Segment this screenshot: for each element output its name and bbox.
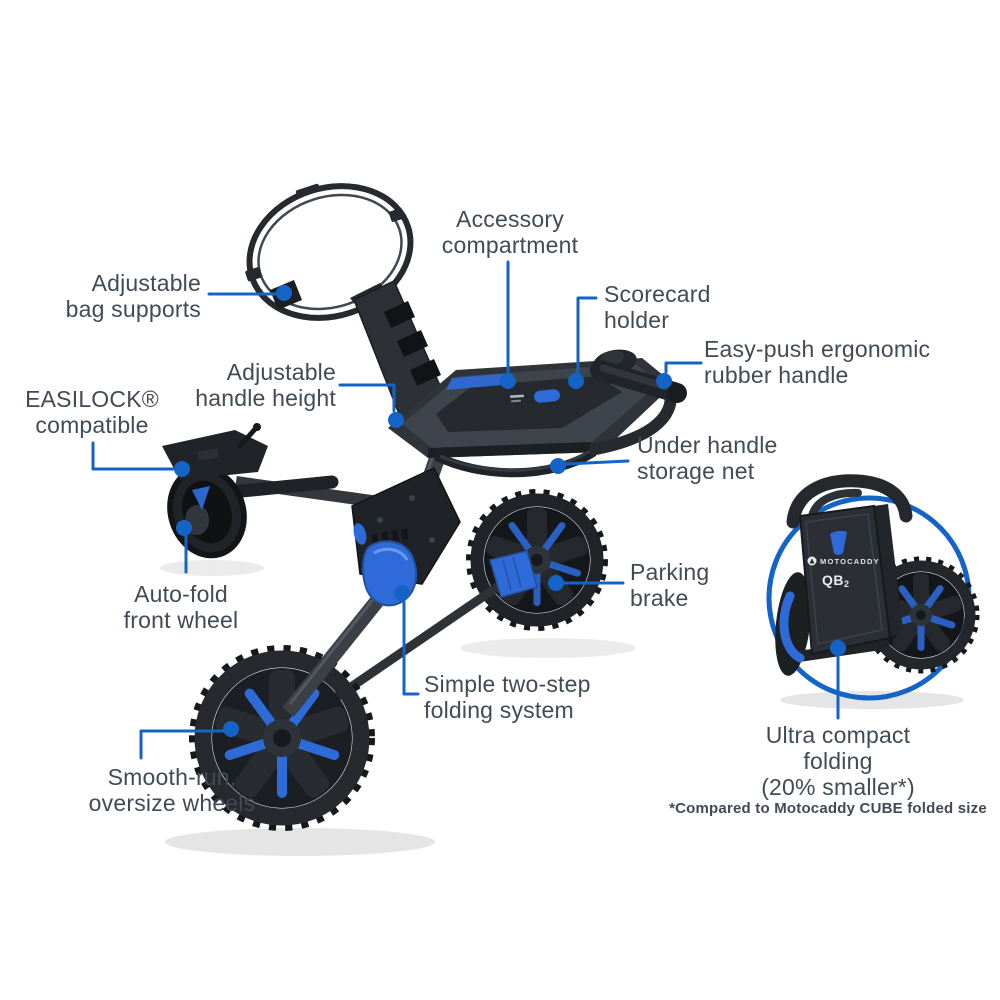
label-parking-brake: Parking brake (630, 559, 710, 611)
dot-handle-height (388, 412, 404, 428)
console-tray (388, 349, 674, 458)
dot-easilock (174, 461, 190, 477)
dot-accessory-compartment (500, 373, 516, 389)
dot-ultra-compact (830, 640, 846, 656)
leader-under-handle-net (564, 459, 630, 466)
dot-folding-system (394, 585, 410, 601)
inset-blue-frame (779, 591, 805, 663)
label-scorecard-holder: Scorecard holder (604, 281, 711, 333)
label-bag-supports: Adjustable bag supports (65, 270, 201, 322)
label-handle-height: Adjustable handle height (195, 359, 336, 411)
parking-brake-lever (489, 550, 538, 598)
dot-under-handle-net (550, 458, 566, 474)
dot-scorecard-holder (568, 373, 584, 389)
label-easy-push-handle: Easy-push ergonomic rubber handle (704, 336, 931, 388)
dot-bag-supports (276, 285, 292, 301)
label-folding-system: Simple two-step folding system (424, 671, 591, 723)
label-accessory-compartment: Accessory compartment (441, 206, 579, 258)
label-auto-fold-wheel: Auto-fold front wheel (123, 581, 239, 633)
under-handle-bar (433, 448, 597, 478)
dot-auto-fold-wheel (176, 520, 192, 536)
inset-brand-text: MOTOCADDY (820, 557, 880, 566)
folded-cart-inset: MOTOCADDY QB2 (766, 474, 980, 709)
leader-handle-height (338, 383, 396, 413)
inset-blue-tab (830, 530, 847, 555)
dot-easy-push-handle (656, 373, 672, 389)
leader-easilock (91, 441, 176, 471)
inset-model-text: QB2 (822, 572, 850, 589)
label-easilock: EASILOCK® compatible (25, 386, 159, 438)
dot-oversize-wheels (223, 721, 239, 737)
label-ultra-compact: Ultra compact folding (20% smaller*) (761, 722, 915, 800)
leader-easy-push-handle (664, 361, 703, 374)
leader-oversize-wheels (139, 729, 225, 760)
footnote-cube-comparison: *Compared to Motocaddy CUBE folded size (669, 800, 987, 817)
leader-folding-system (402, 599, 420, 696)
label-oversize-wheels: Smooth-run, oversize wheels (88, 764, 256, 816)
label-under-handle-net: Under handle storage net (637, 432, 778, 484)
dot-parking-brake (548, 575, 564, 591)
under-handle-bar-highlight (439, 449, 591, 472)
leader-scorecard-holder (576, 296, 598, 374)
rear-wheel-near (189, 645, 375, 831)
